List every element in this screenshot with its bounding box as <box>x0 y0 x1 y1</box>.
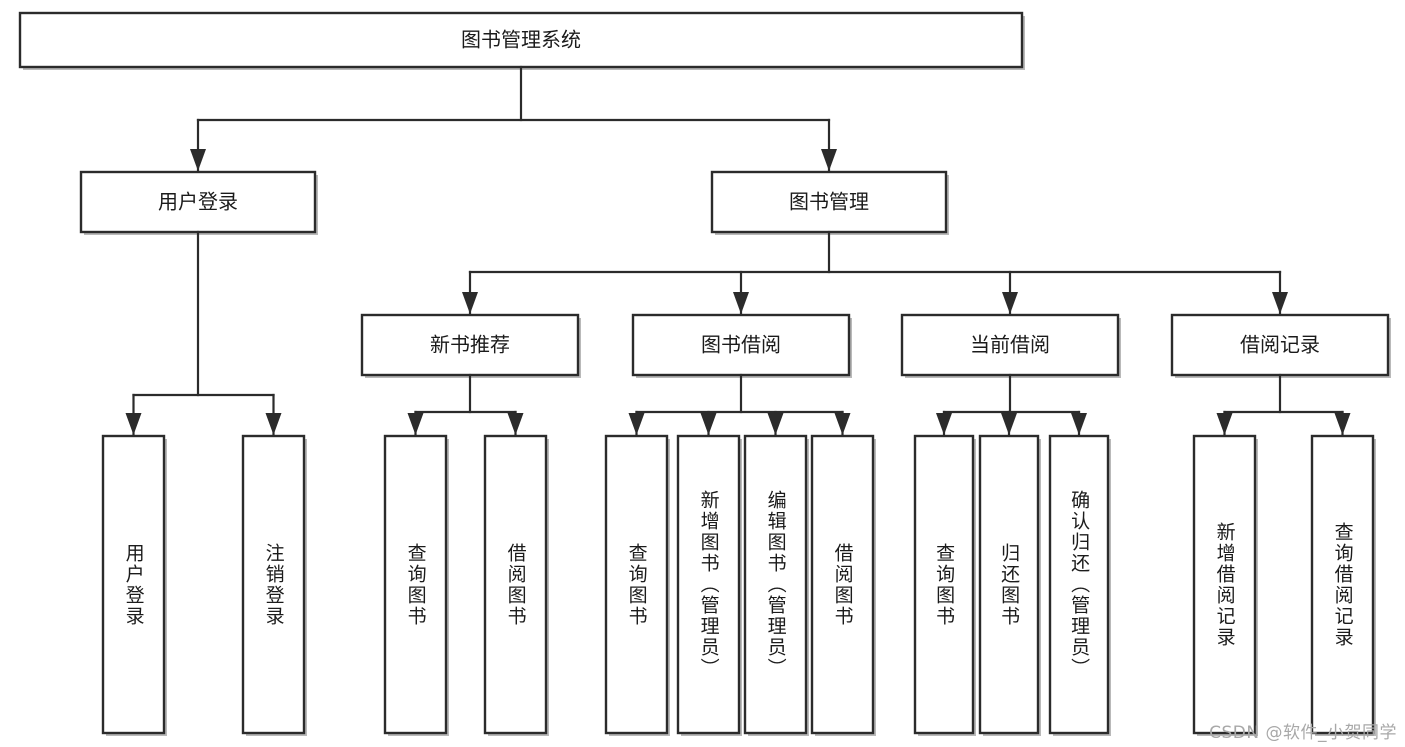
node-box-leaf-add-record[interactable] <box>1192 434 1257 735</box>
node-label-current-borrow: 当前借阅 <box>970 333 1050 357</box>
node-label-book-borrow: 图书借阅 <box>701 333 781 357</box>
node-box-root[interactable] <box>18 11 1024 69</box>
node-box-leaf-edit-book[interactable] <box>743 434 808 735</box>
arrow-head-current-borrow-0 <box>936 413 952 435</box>
node-box-leaf-query-book-1[interactable] <box>383 434 448 735</box>
node-box-leaf-confirm-return[interactable] <box>1048 434 1110 735</box>
arrow-head-book-borrow-0 <box>628 413 645 435</box>
boxes-layer <box>18 11 1391 736</box>
arrow-head-user-login-1 <box>265 413 282 435</box>
node-box-leaf-query-book-3[interactable] <box>913 434 975 735</box>
node-label-borrow-record: 借阅记录 <box>1240 333 1320 357</box>
arrow-head-current-borrow-1 <box>1001 413 1017 435</box>
node-label-root: 图书管理系统 <box>461 28 581 52</box>
arrow-head-borrow-record-1 <box>1334 413 1351 435</box>
arrow-head-book-borrow-1 <box>700 413 717 435</box>
watermark-text: CSDN @软件_小贺同学 <box>1209 723 1397 743</box>
node-box-leaf-query-record[interactable] <box>1310 434 1375 735</box>
arrow-head-book-management-3 <box>1272 292 1288 314</box>
node-label-new-book-recommend: 新书推荐 <box>430 333 510 357</box>
arrow-head-borrow-record-0 <box>1216 413 1233 435</box>
node-box-borrow-record[interactable] <box>1170 313 1390 377</box>
node-box-current-borrow[interactable] <box>900 313 1120 377</box>
arrow-head-new-book-recommend-1 <box>507 413 524 435</box>
arrow-head-book-management-2 <box>1002 292 1018 314</box>
node-box-leaf-borrow-book-2[interactable] <box>810 434 875 735</box>
arrow-head-new-book-recommend-0 <box>407 413 424 435</box>
node-label-user-login: 用户登录 <box>158 190 238 214</box>
arrow-head-user-login-0 <box>125 413 142 435</box>
connectors-layer <box>125 65 1351 437</box>
node-box-leaf-borrow-book-1[interactable] <box>483 434 548 735</box>
arrow-head-book-borrow-3 <box>834 413 851 435</box>
arrow-head-book-management-1 <box>733 292 749 314</box>
node-box-leaf-logout[interactable] <box>241 434 306 735</box>
node-box-leaf-add-book[interactable] <box>676 434 741 735</box>
node-box-leaf-return-book[interactable] <box>978 434 1040 735</box>
arrow-head-root-1 <box>821 149 837 171</box>
arrow-head-root-0 <box>190 149 206 171</box>
arrow-head-book-borrow-2 <box>767 413 784 435</box>
node-box-leaf-query-book-2[interactable] <box>604 434 669 735</box>
arrow-head-book-management-0 <box>462 292 478 314</box>
arrow-head-current-borrow-2 <box>1071 413 1087 435</box>
node-box-user-login[interactable] <box>79 170 317 234</box>
node-box-leaf-user-login[interactable] <box>101 434 166 735</box>
node-label-book-management: 图书管理 <box>789 190 869 214</box>
